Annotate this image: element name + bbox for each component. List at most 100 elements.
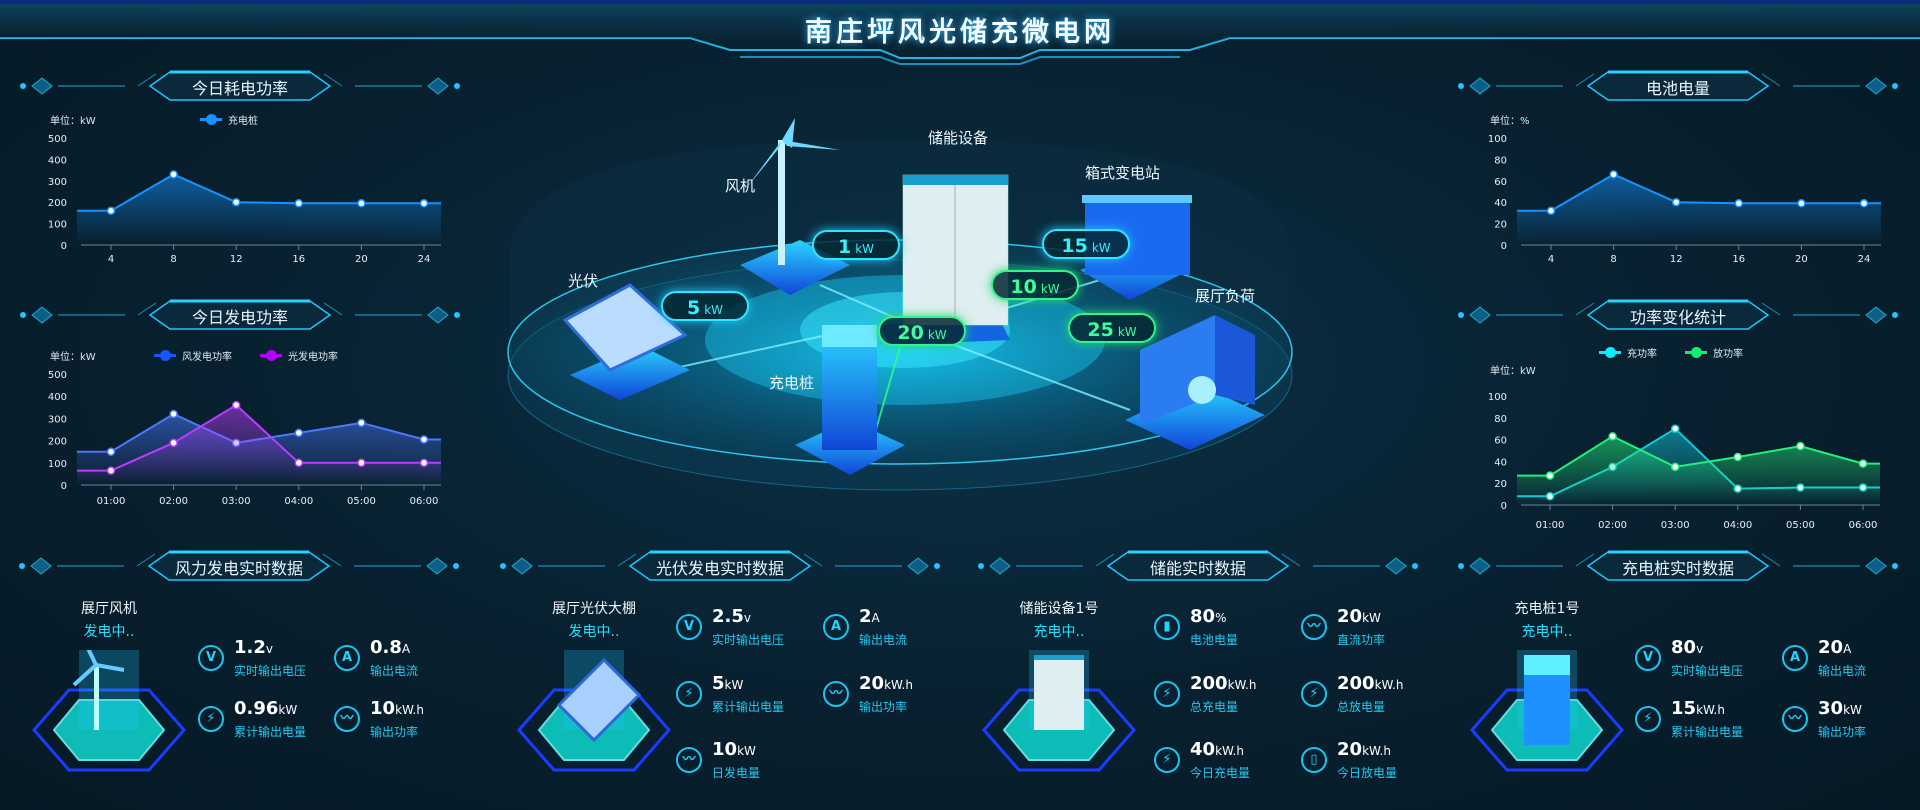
- pv-panel-pedestal-icon: [517, 650, 671, 772]
- y-tick-label: 500: [48, 134, 67, 145]
- data-point: [1671, 197, 1681, 207]
- stat-item: ⚡ 15kW.h 累计输出电量: [1635, 698, 1755, 742]
- stat-item: ▯ 20kW.h 今日放电量: [1301, 739, 1421, 783]
- y-tick-label: 100: [48, 220, 67, 231]
- stat-energy-icon: ⚡: [676, 681, 702, 707]
- data-point: [419, 458, 429, 468]
- header-decoration: [1458, 299, 1898, 330]
- x-tick-label: 4: [1548, 254, 1554, 265]
- y-tick-label: 40: [1494, 457, 1507, 468]
- series-line: [77, 173, 441, 212]
- data-point: [106, 447, 116, 456]
- stat-item: V 1.2v 实时输出电压: [198, 637, 318, 681]
- label-pv: 光伏: [568, 272, 599, 290]
- header-decoration: [20, 299, 460, 330]
- data-point: [1609, 170, 1618, 179]
- stat-label: 实时输出电压: [712, 633, 785, 647]
- section-title: 电池电量: [1645, 79, 1710, 98]
- x-tick-label: 02:00: [159, 496, 188, 507]
- x-tick-label: 16: [292, 254, 305, 265]
- section-title: 今日耗电功率: [191, 79, 288, 98]
- stat-item: A 2A 输出电流: [823, 606, 943, 650]
- section-title: 储能实时数据: [1149, 559, 1246, 578]
- stat-value: 80v: [1671, 637, 1704, 658]
- stat-value: 200kW.h: [1190, 673, 1257, 694]
- stat-value: 5kW: [712, 673, 744, 694]
- data-point: [1608, 432, 1617, 441]
- series-area: [77, 174, 441, 245]
- stat-energy-icon: ⚡: [1154, 747, 1180, 773]
- stat-value: 2A: [859, 606, 880, 627]
- y-tick-label: 200: [48, 437, 67, 448]
- device-name: 储能设备1号: [1019, 601, 1099, 617]
- chart1-legend: 充电桩: [200, 112, 258, 127]
- stat-label: 输出电流: [370, 664, 419, 678]
- stat-value: 0.96kW: [234, 698, 298, 719]
- stat-label: 累计输出电量: [234, 725, 307, 739]
- chart3-unit: 单位：%: [1490, 116, 1530, 127]
- storage-cabinet-pedestal-icon: [982, 650, 1136, 772]
- section-header: 储能实时数据: [978, 550, 1418, 584]
- stat-energy-icon: ⚡: [1154, 681, 1180, 707]
- y-tick-label: 400: [48, 155, 67, 166]
- data-point: [294, 458, 304, 468]
- data-point: [357, 418, 366, 428]
- y-tick-label: 20: [1494, 479, 1507, 490]
- legend-item: 放功率: [1685, 345, 1743, 360]
- stat-label: 累计输出电量: [1671, 725, 1744, 739]
- charger-pedestal-icon: [1470, 650, 1624, 772]
- data-point: [357, 458, 366, 468]
- header-decoration: [500, 550, 940, 581]
- data-point: [294, 199, 304, 208]
- stat-current-icon: A: [823, 614, 849, 640]
- stat-label: 总放电量: [1337, 700, 1386, 714]
- y-tick-label: 0: [61, 481, 67, 492]
- x-tick-label: 01:00: [97, 496, 126, 507]
- header-decoration: [1458, 550, 1898, 581]
- section-title: 充电桩实时数据: [1621, 559, 1734, 578]
- chart4-unit: 单位：kW: [1490, 366, 1536, 377]
- device-name: 展厅风机: [81, 601, 137, 617]
- chart1-unit: 单位：kW: [50, 116, 96, 127]
- device-status: 充电中..: [1033, 624, 1085, 640]
- data-point: [1670, 424, 1680, 433]
- y-tick-label: 60: [1494, 436, 1507, 447]
- section-title: 光伏发电实时数据: [655, 559, 784, 578]
- stat-power-icon: 〰: [823, 681, 849, 707]
- stat-value: 10kW: [712, 739, 756, 760]
- label-substation: 箱式变电站: [1085, 164, 1161, 182]
- stat-value: 10kW.h: [370, 698, 424, 719]
- device-name: 充电桩1号: [1514, 601, 1580, 617]
- stat-value: 200kW.h: [1337, 673, 1404, 694]
- stat-value: 0.8A: [370, 637, 411, 658]
- data-point: [1545, 471, 1555, 480]
- stat-battery-icon: ▯: [1301, 747, 1327, 773]
- y-tick-label: 200: [48, 198, 67, 209]
- stat-item: 〰 10kW 日发电量: [676, 739, 796, 783]
- y-tick-label: 20: [1494, 220, 1507, 231]
- x-tick-label: 04:00: [284, 496, 313, 507]
- series-area: [1517, 436, 1880, 505]
- data-point: [1546, 206, 1556, 216]
- stat-value: 20kW.h: [1337, 739, 1391, 760]
- stat-item: A 0.8A 输出电流: [334, 637, 454, 681]
- x-tick-label: 01:00: [1536, 520, 1565, 531]
- data-point: [357, 199, 366, 208]
- data-point: [1858, 459, 1868, 468]
- x-tick-label: 12: [230, 254, 243, 265]
- x-tick-label: 03:00: [1661, 520, 1690, 531]
- x-tick-label: 05:00: [347, 496, 376, 507]
- stat-item: ⚡ 40kW.h 今日充电量: [1154, 739, 1274, 783]
- stat-label: 输出电流: [859, 633, 908, 647]
- section-header: 电池电量: [1458, 70, 1898, 104]
- stat-label: 输出功率: [1818, 725, 1867, 739]
- label-storage: 储能设备: [928, 129, 989, 147]
- y-tick-label: 0: [61, 241, 67, 252]
- section-header: 功率变化统计: [1458, 299, 1898, 333]
- stat-power-icon: 〰: [1301, 614, 1327, 640]
- stat-power-icon: 〰: [334, 706, 360, 732]
- x-tick-label: 06:00: [1849, 520, 1878, 531]
